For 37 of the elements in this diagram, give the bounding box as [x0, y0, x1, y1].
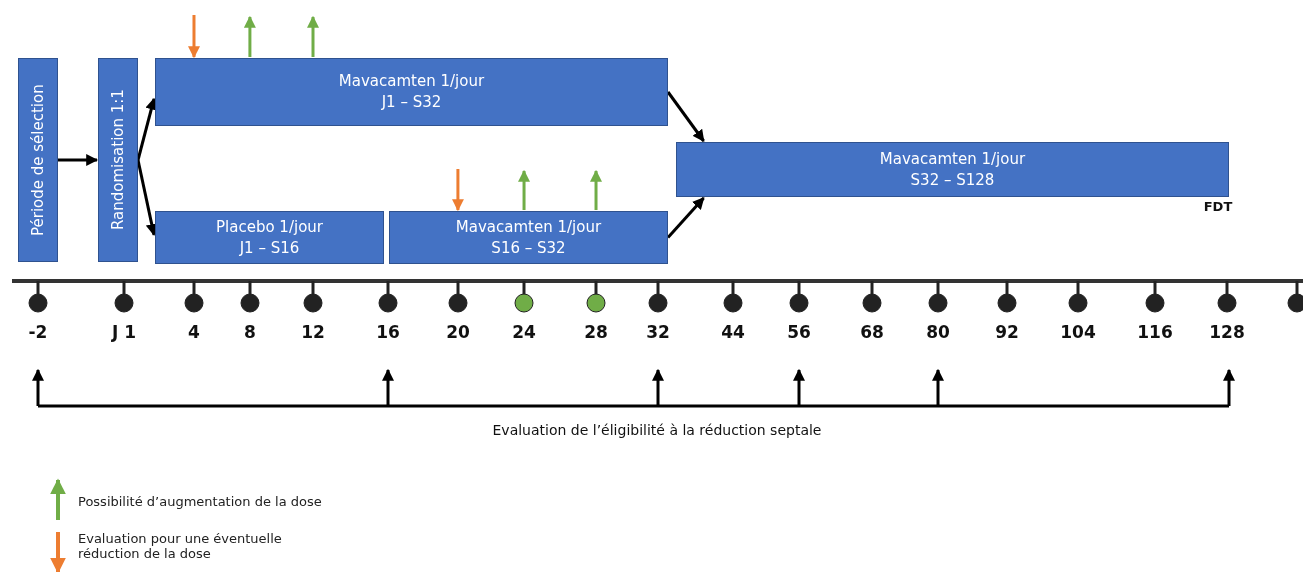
week-label: 56	[787, 322, 811, 342]
treatment-arm-box: Mavacamten 1/jour S32 – S128	[676, 142, 1229, 197]
week-label: 104	[1060, 322, 1096, 342]
treatment-arm-box: Mavacamten 1/jour J1 – S32	[155, 58, 668, 126]
week-label: 4	[188, 322, 200, 342]
legend-text: Possibilité d’augmentation de la dose	[78, 494, 323, 509]
week-label: J 1	[111, 322, 137, 342]
week-label: 24	[512, 322, 536, 342]
legend-text: Evaluation pour une éventuelle réduction de la dose	[78, 531, 283, 561]
week-label: 16	[376, 322, 400, 342]
week-label: 44	[721, 322, 745, 342]
randomisation-box: Randomisation 1:1	[98, 58, 138, 262]
week-label: 20	[446, 322, 470, 342]
week-label: -2	[28, 322, 48, 342]
week-label: 80	[926, 322, 950, 342]
week-label: 128	[1209, 322, 1245, 342]
arrow	[58, 154, 99, 166]
week-label: 12	[301, 322, 325, 342]
week-label: 8	[244, 322, 256, 342]
screening-period-box: Période de sélection	[18, 58, 58, 262]
dose-arrow	[518, 169, 531, 210]
placebo-arm-box: Placebo 1/jour J1 – S16	[155, 211, 384, 264]
arrow	[666, 91, 705, 142]
week-label: 28	[584, 322, 608, 342]
week-label: 116	[1137, 322, 1173, 342]
week-label: 32	[646, 322, 670, 342]
bracket-caption: Evaluation de l’éligibilité à la réduction septale	[492, 422, 822, 438]
week-label: 68	[860, 322, 884, 342]
dose-arrow	[307, 15, 319, 57]
arrow	[666, 197, 705, 239]
dose-arrow	[590, 169, 602, 210]
end-of-treatment-label: FDT	[1203, 199, 1233, 214]
dose-arrow	[188, 15, 200, 59]
week-label: 92	[995, 322, 1019, 342]
treatment-arm-box: Mavacamten 1/jour S16 – S32	[389, 211, 668, 264]
dose-arrow	[451, 169, 464, 212]
dose-arrow	[243, 15, 256, 57]
